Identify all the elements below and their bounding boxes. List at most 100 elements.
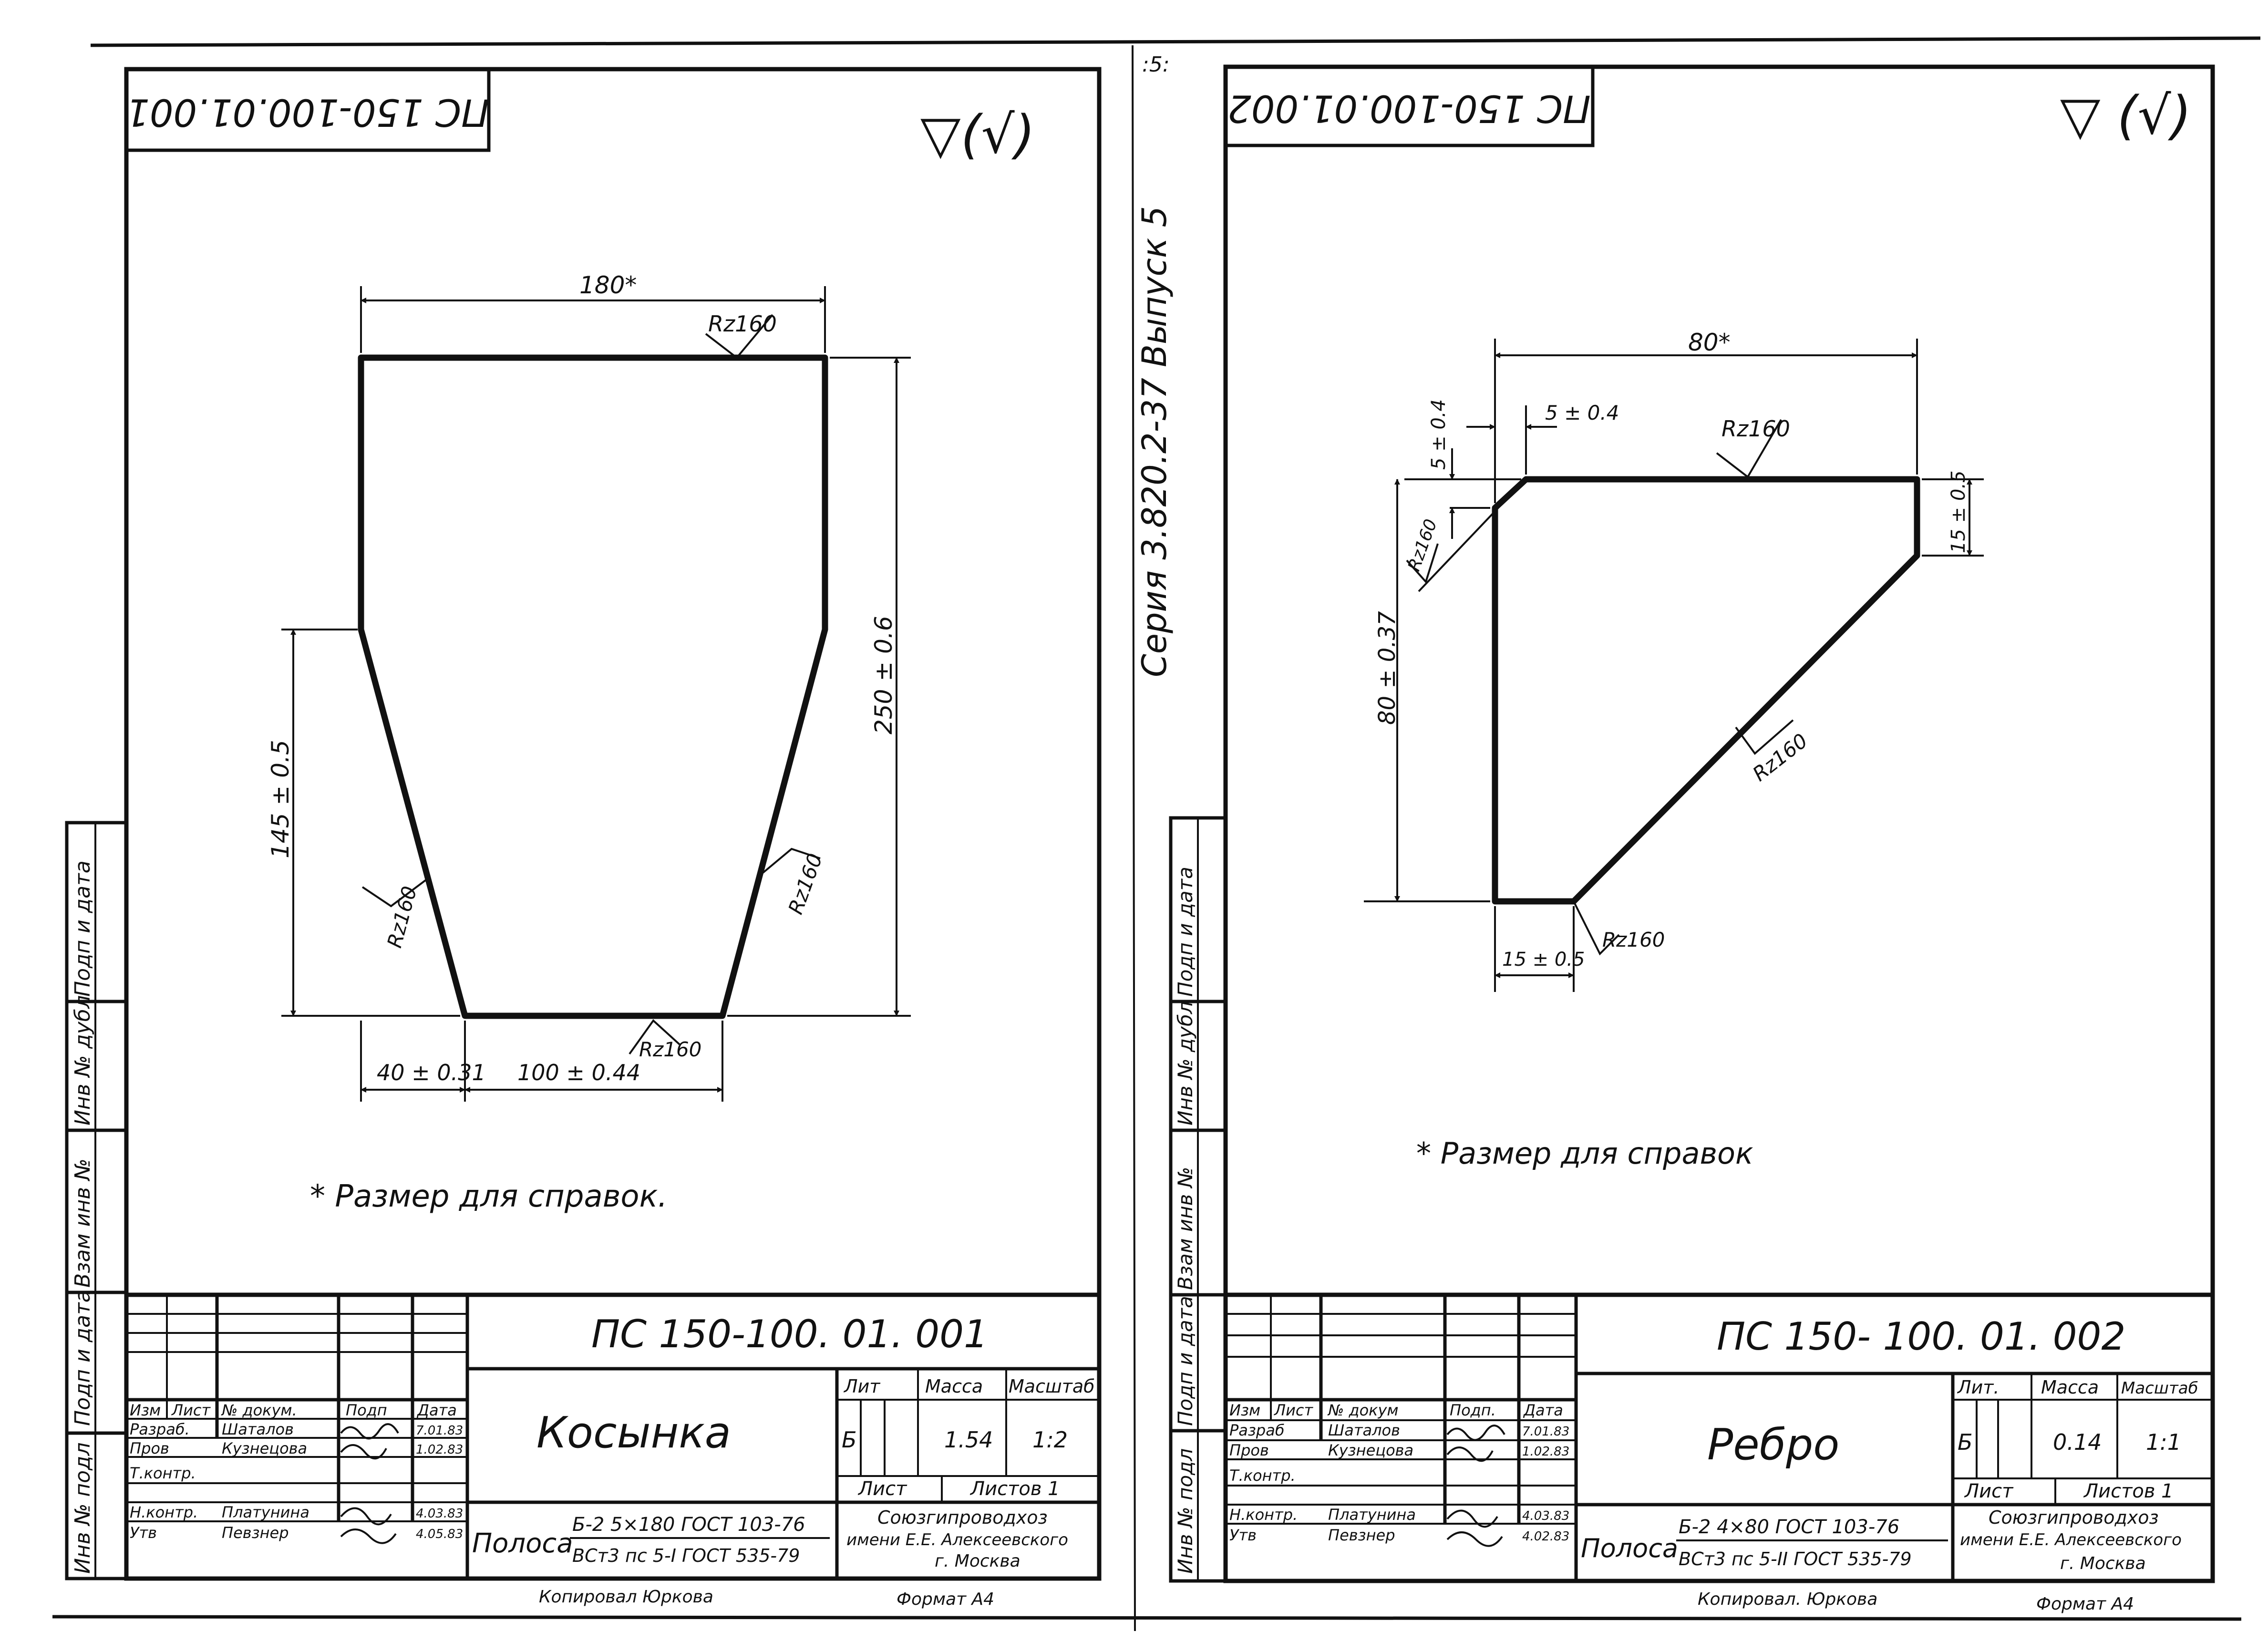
right-lit-value: Б [1958, 1429, 1973, 1455]
right-hdr-izm: Изм [1229, 1401, 1260, 1419]
right-side-label-3: Взам инв № [1174, 1167, 1197, 1290]
right-org-1: Союзгипроводхоз [1989, 1507, 2159, 1528]
right-side-label-4: Инв № дубл [1174, 1001, 1197, 1125]
right-hdr-list: Лист [1274, 1401, 1313, 1419]
right-lit-label: Лит. [1957, 1377, 2000, 1398]
right-scale-label: Масштаб [2121, 1379, 2198, 1398]
left-hdr-izm: Изм [130, 1401, 161, 1419]
right-row-2-date: 1.02.83 [1522, 1445, 1569, 1459]
right-side-label-5: Подп и дата [1174, 867, 1197, 997]
left-scale-label: Масштаб [1009, 1376, 1095, 1397]
left-row-2-date: 1.02.83 [416, 1443, 463, 1457]
right-row-4-role: Н.контр. [1229, 1506, 1298, 1524]
left-title-name: Косынка [536, 1408, 731, 1458]
left-title-code: ПС 150-100. 01. 001 [591, 1312, 988, 1356]
right-title-block: ПС 150- 100. 01. 002 Ребро Изм Лист № до… [1226, 1292, 2213, 1614]
left-lit-label: Лит [843, 1376, 881, 1397]
left-row-1-date: 7.01.83 [416, 1424, 463, 1438]
right-signature-1 [1446, 1425, 1505, 1441]
right-side-label-2: Подп и дата [1174, 1296, 1197, 1426]
left-lit-value: Б [842, 1427, 857, 1453]
right-row-1-name: Шаталов [1328, 1421, 1400, 1439]
left-sheets-label: Листов 1 [969, 1478, 1060, 1500]
right-stamp-box [1224, 65, 1595, 147]
right-sheet: ПС 150-100.01.002 ▽ (√) Инв № подл Подп … [1169, 64, 2215, 1614]
right-hdr-doc: № докум [1327, 1401, 1399, 1419]
left-row-1-name: Шаталов [222, 1420, 294, 1438]
left-material-top: Б-2 5×180 ГОСТ 103-76 [572, 1514, 805, 1536]
right-signature-2 [1446, 1446, 1494, 1462]
right-sheet-label: Лист [1964, 1480, 2014, 1502]
left-dim-height-left: 145 ± 0.5 [267, 740, 294, 858]
right-row-1-date: 7.01.83 [1522, 1425, 1569, 1439]
left-material-word: Полоса [472, 1528, 573, 1559]
left-side-label-4: Инв № дубл [71, 995, 95, 1125]
left-row-2-role: Пров [130, 1439, 169, 1457]
right-material-top: Б-2 4×80 ГОСТ 103-76 [1679, 1516, 1899, 1538]
left-roughness-general: ▽(√) [920, 104, 1035, 165]
left-copied: Копировал Юркова [539, 1587, 713, 1607]
left-rz-top: Rz160 [708, 311, 777, 337]
left-side-label-3: Взам инв № [71, 1158, 95, 1288]
right-dim-chamfer-y: 5 ± 0.4 [1428, 399, 1450, 470]
right-title-code: ПС 150- 100. 01. 002 [1717, 1314, 2125, 1359]
left-row-5-name: Певзнер [222, 1524, 289, 1542]
series-label: Серия 3.820.2-37 Выпуск 5 [1135, 206, 1174, 677]
right-note: * Размер для справок [1416, 1136, 1753, 1171]
left-org-1: Союзгипроводхоз [877, 1507, 1048, 1528]
top-edge-line [90, 36, 2261, 47]
right-org-2: имени Е.Е. Алексеевского [1960, 1530, 2182, 1549]
right-row-2-name: Кузнецова [1328, 1441, 1413, 1459]
right-row-1-role: Разраб [1229, 1421, 1285, 1439]
right-dim-right-edge: 15 ± 0.5 [1948, 471, 1969, 553]
right-stamp-text: ПС 150-100.01.002 [1227, 87, 1591, 130]
left-dim-bottom-mid: 100 ± 0.44 [517, 1060, 640, 1085]
right-dim-height-left: 80 ± 0.37 [1374, 611, 1401, 725]
right-scale-value: 1:1 [2146, 1429, 2181, 1455]
left-stamp-box [124, 67, 491, 152]
right-row-4-date: 4.03.83 [1522, 1509, 1569, 1523]
right-row-4-name: Платунина [1328, 1506, 1416, 1524]
left-part-outline [358, 354, 828, 1019]
right-copied: Копировал. Юркова [1698, 1590, 1877, 1609]
right-side-label-1: Инв № подл [1174, 1448, 1197, 1574]
bottom-edge-line [52, 1615, 2242, 1621]
left-side-strip [65, 821, 128, 1580]
left-row-4-name: Платунина [222, 1503, 309, 1521]
left-rz-right: Rz160 [783, 850, 827, 917]
right-row-5-date: 4.02.83 [1522, 1529, 1569, 1544]
left-scale-value: 1:2 [1032, 1427, 1068, 1453]
sheet-divider [1132, 45, 1136, 1631]
left-hdr-date: Дата [416, 1401, 457, 1419]
left-row-3-role: Т.контр. [130, 1464, 196, 1482]
right-signature-4 [1446, 1531, 1503, 1547]
left-row-5-date: 4.05.83 [416, 1527, 463, 1541]
left-rz-bottom: Rz160 [639, 1038, 701, 1061]
left-stamp-text: ПС 150-100.01.001 [126, 91, 489, 134]
right-row-5-role: Утв [1229, 1526, 1257, 1544]
left-signature-2 [340, 1444, 387, 1460]
right-hdr-sign: Подп. [1450, 1401, 1496, 1419]
right-rz-chamfer: Rz160 [1404, 516, 1441, 574]
left-side-label-5: Подп и дата [71, 860, 95, 997]
right-mass-value: 0.14 [2053, 1429, 2102, 1455]
right-signature-3 [1446, 1509, 1498, 1528]
right-mass-label: Масса [2041, 1377, 2099, 1398]
page-marker: :5: [1142, 52, 1170, 77]
right-sheets-label: Листов 1 [2083, 1480, 2174, 1502]
left-format: Формат А4 [897, 1590, 994, 1609]
left-mass-label: Масса [925, 1376, 983, 1397]
right-org-3: г. Москва [2060, 1554, 2146, 1573]
right-rz-top: Rz160 [1722, 416, 1790, 442]
right-part-outline [1492, 476, 1920, 905]
left-material-bottom: ВСт3 пс 5-I ГОСТ 535-79 [572, 1545, 800, 1566]
left-hdr-sign: Подп [346, 1401, 387, 1419]
left-row-2-name: Кузнецова [222, 1439, 307, 1457]
right-title-name: Ребро [1707, 1420, 1839, 1470]
right-row-3-role: Т.контр. [1229, 1466, 1296, 1485]
left-row-5-role: Утв [130, 1524, 157, 1542]
left-hdr-list: Лист [171, 1401, 211, 1419]
left-side-label-2: Подп и дата [71, 1290, 95, 1426]
right-rz-bottom: Rz160 [1602, 928, 1665, 951]
